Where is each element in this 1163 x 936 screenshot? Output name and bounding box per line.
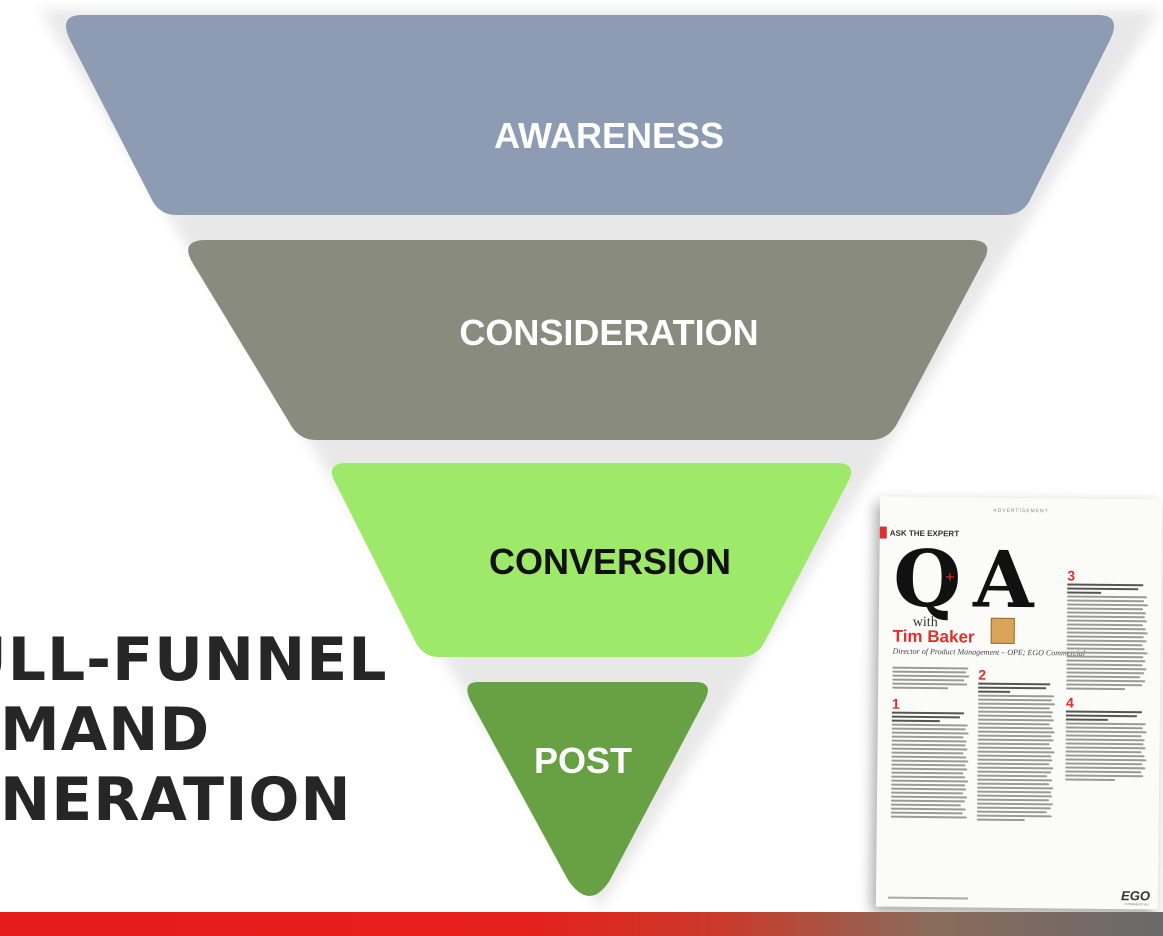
ego-logo-subtitle: COMMERCIAL	[1124, 902, 1150, 907]
headline-line-2: EMAND	[0, 695, 211, 765]
question-number-1: 1	[891, 695, 900, 712]
question-number-2: 2	[978, 666, 987, 683]
magazine-footer-rule	[887, 896, 968, 900]
headline-line-1: ULL-FUNNEL	[0, 625, 388, 695]
expert-portrait	[990, 617, 1015, 644]
magazine-column-middle: 2	[976, 666, 1059, 824]
question-number-4: 4	[1065, 694, 1074, 711]
magazine-section-marker	[877, 526, 887, 539]
stage-label-consideration: CONSIDERATION	[459, 312, 758, 353]
funnel-stage-consideration	[188, 240, 988, 440]
question-number-3: 3	[1067, 567, 1076, 584]
stage-label-post: POST	[534, 740, 632, 781]
stage-label-conversion: CONVERSION	[489, 541, 731, 582]
magazine-a-letter: A	[972, 534, 1033, 627]
magazine-column-right: 3 4	[1065, 567, 1151, 783]
funnel-shadow	[40, 10, 1160, 910]
funnel-stage-post	[467, 682, 708, 896]
magazine-column-left: 1	[890, 666, 973, 821]
magazine-expert-role: Director of Product Management – OPE; EG…	[892, 646, 1086, 658]
bottom-accent-bar	[0, 912, 1163, 936]
magazine-plus-sign: +	[945, 569, 955, 587]
ego-logo: EGO	[1121, 888, 1151, 904]
magazine-advertisement-label: ADVERTISEMENT	[993, 507, 1049, 515]
headline-line-3: ENERATION	[0, 765, 352, 835]
funnel-stage-conversion	[331, 463, 852, 657]
stage-label-awareness: AWARENESS	[494, 115, 724, 156]
funnel-stage-awareness	[66, 15, 1114, 215]
magazine-expert-name: Tim Baker	[892, 626, 975, 647]
